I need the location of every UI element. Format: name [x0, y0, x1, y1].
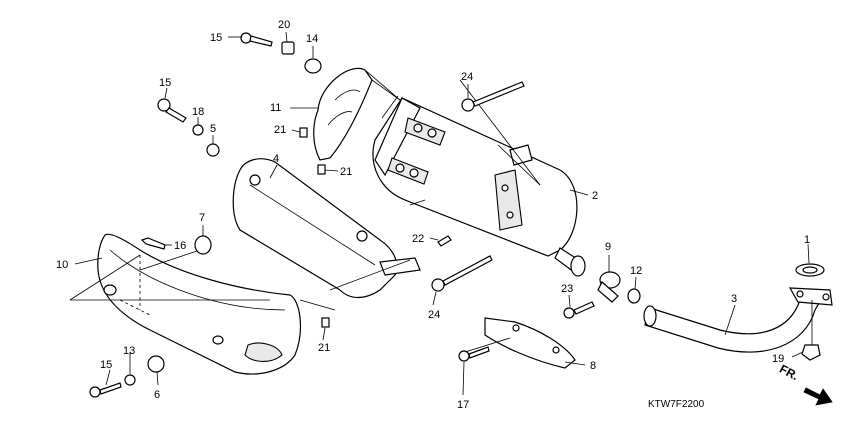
- callout-3: 3: [731, 293, 737, 305]
- exhaust-pipe: [643, 287, 833, 353]
- leader-lines: [74, 31, 810, 396]
- callout-15-mid: 15: [159, 77, 171, 89]
- callout-10: 10: [56, 259, 68, 271]
- callout-1: 1: [804, 234, 810, 246]
- callout-14: 14: [306, 33, 318, 45]
- front-arrow-icon: [803, 387, 833, 406]
- lower-cover: [69, 233, 301, 375]
- callout-5: 5: [210, 123, 216, 135]
- callout-17: 17: [457, 399, 469, 411]
- callout-15-bottom: 15: [100, 359, 112, 371]
- exhaust-band: [597, 271, 621, 303]
- callout-24-top: 24: [461, 71, 473, 83]
- callout-12: 12: [630, 265, 642, 277]
- gasket: [795, 263, 825, 277]
- callout-6: 6: [154, 389, 160, 401]
- callout-13: 13: [123, 345, 135, 357]
- callout-21-b: 21: [340, 166, 352, 178]
- callout-21-a: 21: [274, 124, 286, 136]
- callout-8: 8: [590, 360, 596, 372]
- front-direction-indicator: FR.: [777, 362, 833, 406]
- exhaust-guard: [464, 317, 576, 369]
- joint-collar: [627, 288, 641, 304]
- callout-23: 23: [561, 283, 573, 295]
- callout-7: 7: [199, 212, 205, 224]
- diagram-code: KTW7F2200: [648, 399, 705, 410]
- callout-4: 4: [273, 153, 279, 165]
- callout-22: 22: [412, 233, 424, 245]
- callout-2: 2: [592, 190, 598, 202]
- fasteners: [89, 32, 821, 398]
- callout-16: 16: [174, 240, 186, 252]
- heat-shield: [232, 158, 421, 311]
- muffler-protector: [313, 67, 401, 161]
- callout-21-c: 21: [318, 342, 330, 354]
- callout-15-top: 15: [210, 32, 222, 44]
- callout-24-lower: 24: [428, 309, 440, 321]
- callout-11: 11: [270, 102, 281, 114]
- callout-18: 18: [192, 106, 204, 118]
- callout-labels: 1 2 3 4 5 6 7 8 9 10 11 12 13 14 15 15 1…: [56, 19, 810, 411]
- muffler: [372, 79, 586, 277]
- callout-19: 19: [772, 353, 784, 365]
- callout-20: 20: [278, 19, 290, 31]
- callout-9: 9: [605, 241, 611, 253]
